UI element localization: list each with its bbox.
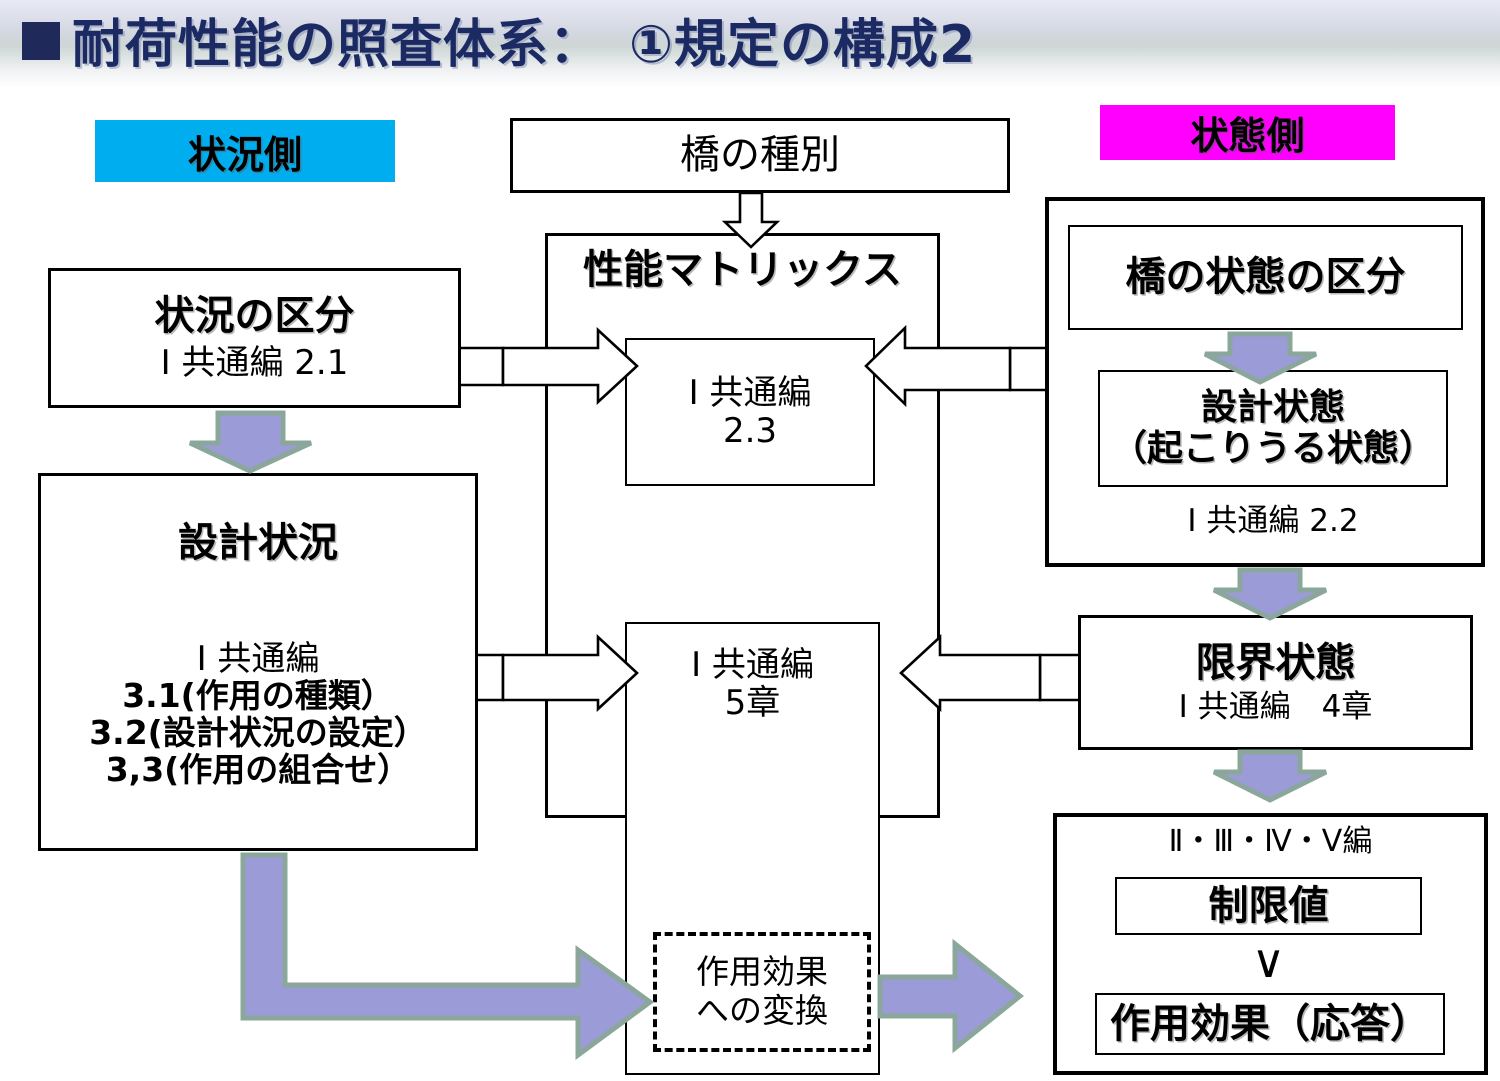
design-situation-item-2: 3.2(設計状況の設定） <box>89 712 427 752</box>
box-bridge-type-label: 橋の種別 <box>680 132 840 179</box>
connector-state-group-to-23 <box>1008 346 1045 392</box>
bridge-state-classification-label: 橋の状態の区分 <box>1125 254 1406 301</box>
box-bridge-type: 橋の種別 <box>510 118 1010 193</box>
box-action-effect-response: 作用効果（応答） <box>1095 993 1445 1055</box>
design-situation-item-3: 3,3(作用の組合せ） <box>105 749 411 789</box>
box-bridge-state-classification: 橋の状態の区分 <box>1068 225 1463 330</box>
box-23-line2: 2.3 <box>722 411 778 451</box>
comparison-symbol: ∨ <box>1251 934 1286 988</box>
situation-classification-ref: Ⅰ 共通編 2.1 <box>160 343 349 384</box>
roman-editions-label: Ⅱ・Ⅲ・Ⅳ・Ⅴ編 <box>1168 824 1373 859</box>
box-limit-state: 限界状態 Ⅰ 共通編 4章 <box>1078 615 1473 750</box>
connector-design-situation-to-5sho <box>478 653 505 702</box>
label-state-side: 状態側 <box>1100 105 1395 160</box>
purple-arrow-conversion-to-verification <box>877 938 1025 1054</box>
label-situation-side: 状況側 <box>95 120 395 182</box>
box-conversion-to-action-effect: 作用効果 への変換 <box>653 932 871 1052</box>
box-5sho-line2: 5章 <box>724 683 781 724</box>
limit-value-label: 制限値 <box>1208 882 1329 929</box>
box-limit-value: 制限値 <box>1115 877 1422 935</box>
situation-classification-title: 状況の区分 <box>154 292 355 339</box>
purple-arrow-situation-to-design-situation <box>188 410 313 474</box>
limit-state-title: 限界状態 <box>1195 639 1356 686</box>
performance-matrix-title: 性能マトリックス <box>583 247 902 293</box>
limit-state-ref: Ⅰ 共通編 4章 <box>1178 688 1373 725</box>
design-state-line2: （起こりうる状態） <box>1110 427 1435 469</box>
connector-situation-to-23 <box>461 346 505 387</box>
purple-arrow-limit-state-to-verification <box>1212 749 1328 803</box>
box-design-state: 設計状態 （起こりうる状態） <box>1098 370 1448 487</box>
design-situation-item-1: 3.1(作用の種類） <box>122 676 394 715</box>
design-situation-ref: Ⅰ 共通編 <box>196 638 320 679</box>
box-design-situation: 設計状況 Ⅰ 共通編 3.1(作用の種類） 3.2(設計状況の設定） 3,3(作… <box>38 473 478 851</box>
design-state-line1: 設計状態 <box>1200 387 1345 429</box>
square-bullet-icon <box>22 22 60 60</box>
dashed-line2: への変換 <box>696 991 828 1030</box>
box-situation-classification: 状況の区分 Ⅰ 共通編 2.1 <box>48 268 461 408</box>
box-common-vol-2-3: Ⅰ 共通編 2.3 <box>625 338 875 486</box>
box-23-line1: Ⅰ 共通編 <box>688 372 812 413</box>
purple-elbow-arrow-design-situation-to-conversion <box>240 852 655 1060</box>
action-effect-label: 作用効果（応答） <box>1110 1000 1430 1047</box>
box-5sho-line1: Ⅰ 共通編 <box>691 645 814 685</box>
design-situation-title: 設計状況 <box>178 520 338 567</box>
page-title: 耐荷性能の照査体系： ①規定の構成2 <box>72 15 977 75</box>
connector-limit-state-to-5sho <box>1038 653 1078 702</box>
purple-arrow-state-group-to-limit-state <box>1212 567 1328 621</box>
header-band <box>0 0 1500 88</box>
design-state-ref: Ⅰ 共通編 2.2 <box>1187 503 1359 539</box>
dashed-line1: 作用効果 <box>696 952 828 992</box>
